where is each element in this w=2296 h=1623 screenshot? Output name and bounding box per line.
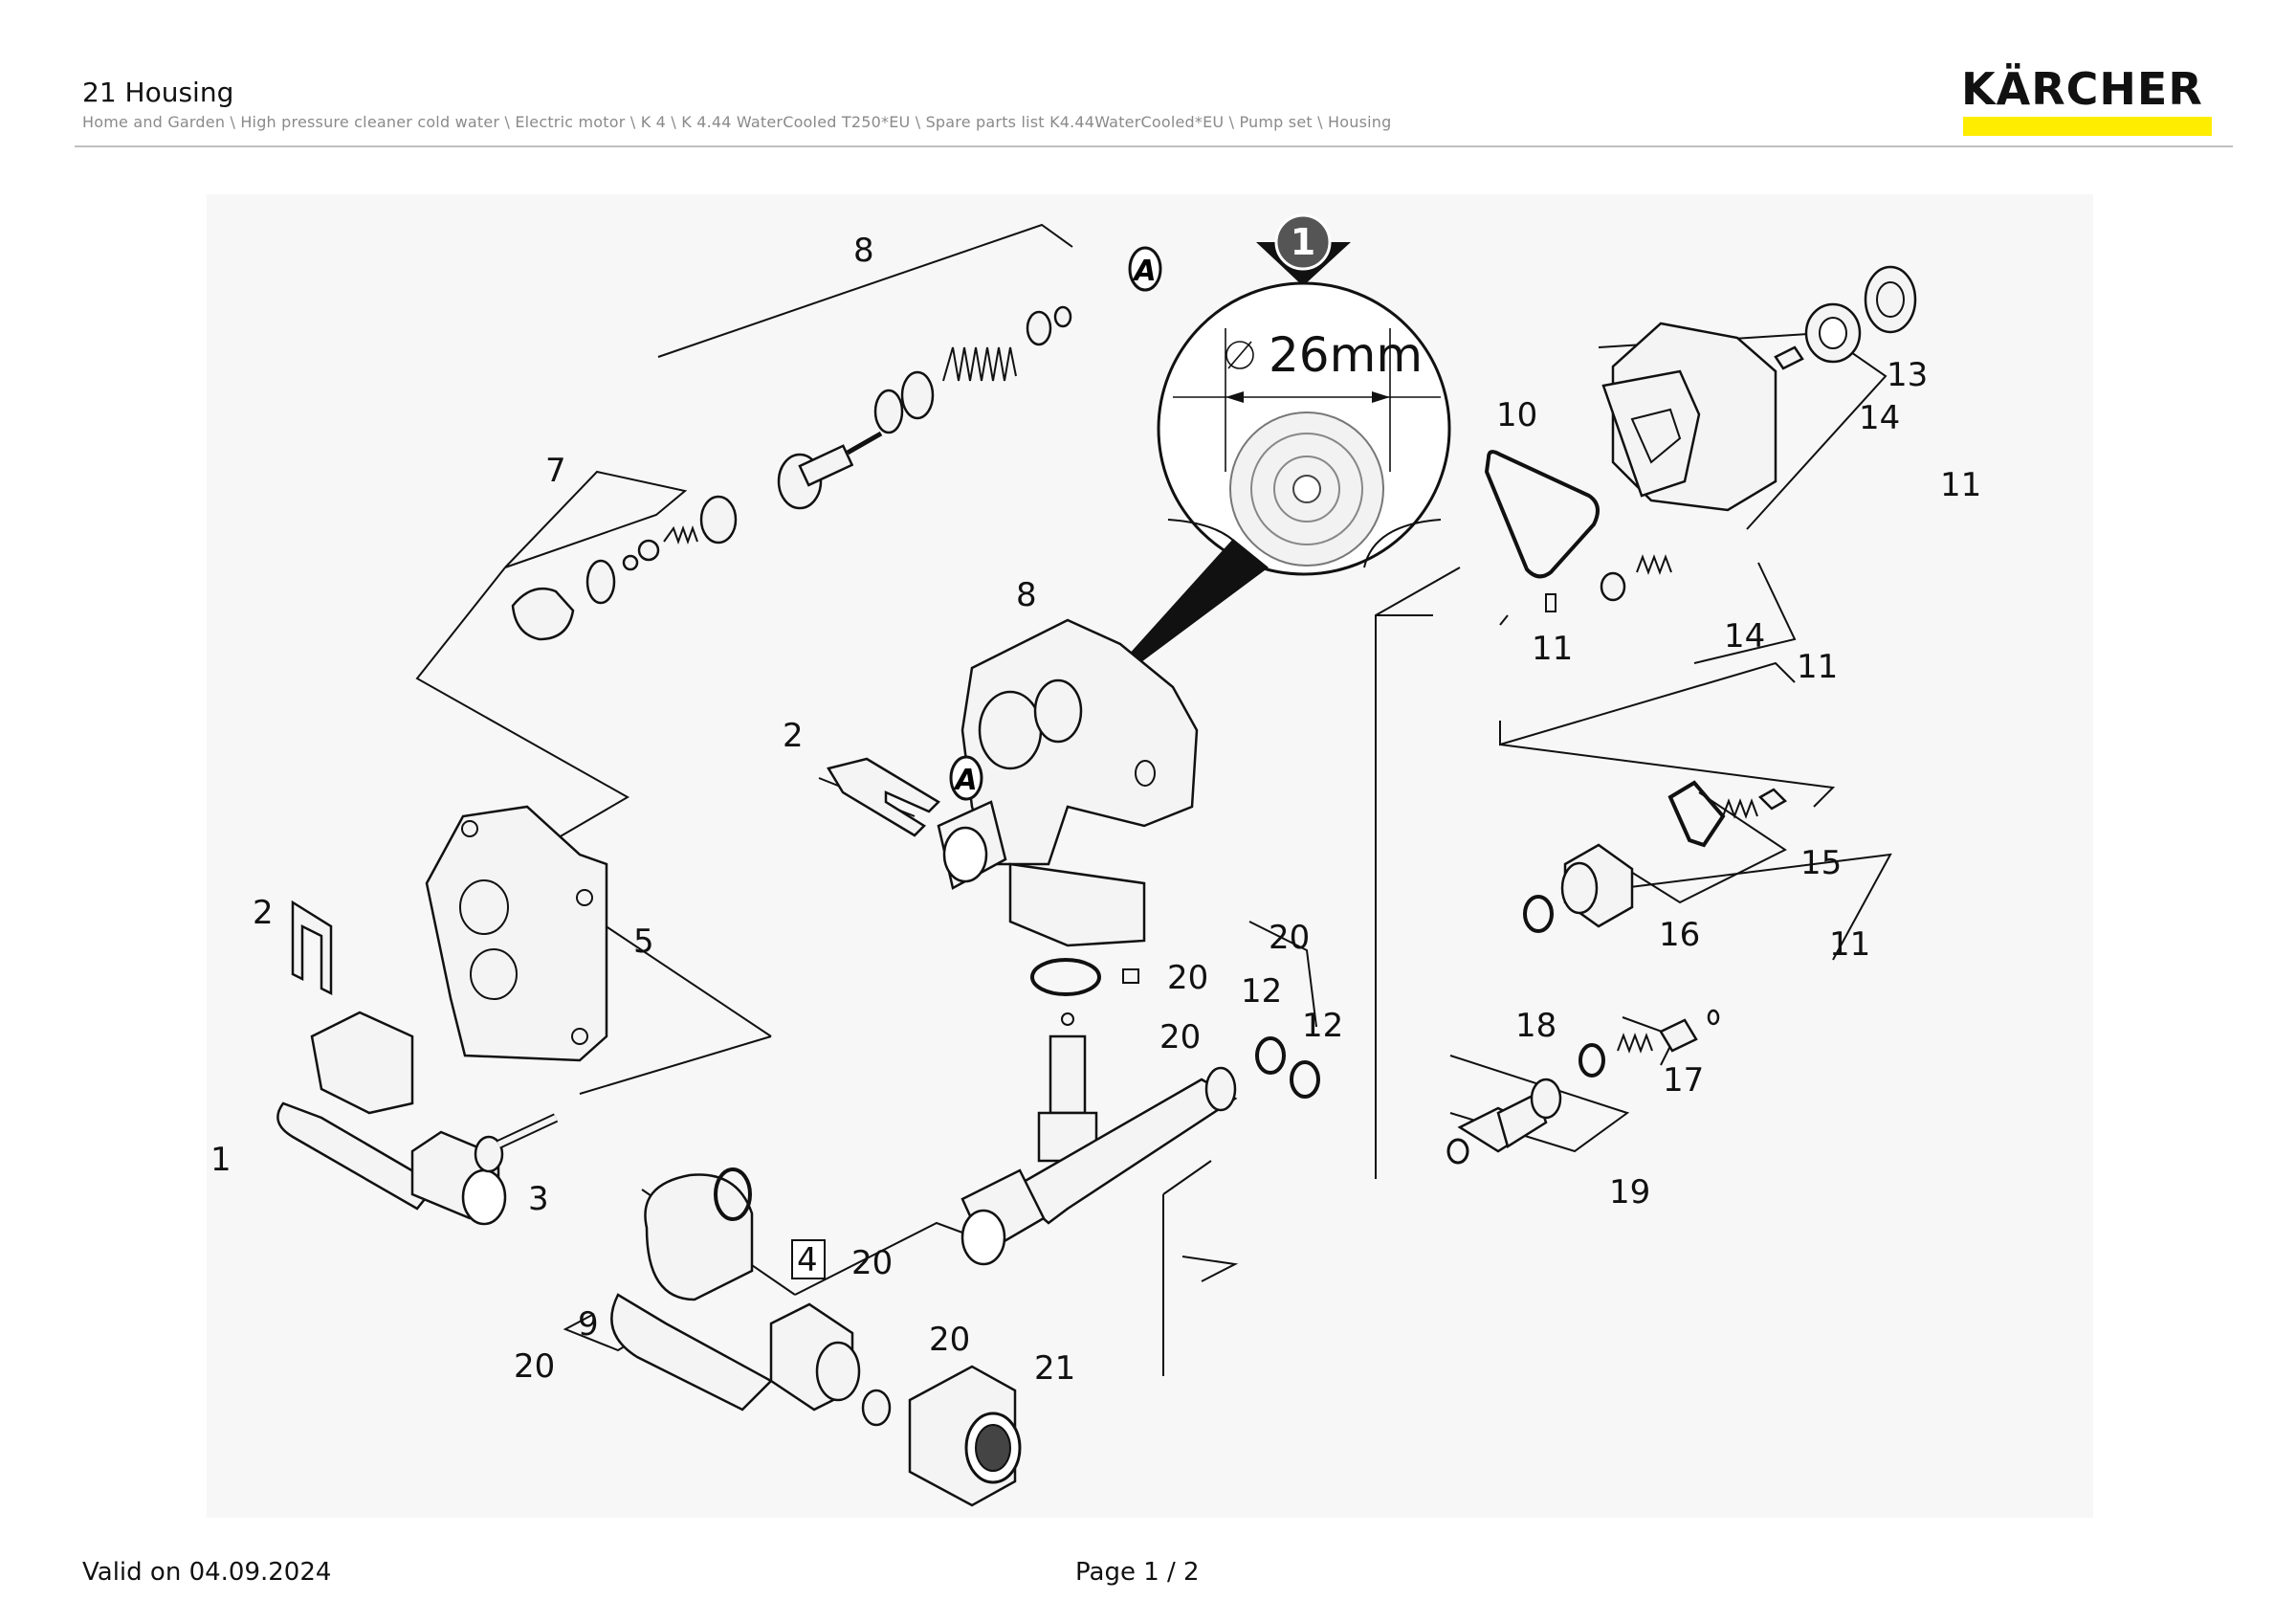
central-pump-housing: A — [937, 618, 1199, 947]
callout-label: 10 — [1496, 396, 1537, 434]
part-2-clip-left — [291, 900, 333, 996]
callout-label: 2 — [253, 894, 274, 932]
callout-label: 11 — [1829, 925, 1870, 964]
breadcrumb: Home and Garden \ High pressure cleaner … — [82, 113, 1392, 131]
callout-label: 19 — [1609, 1173, 1650, 1212]
callout-label: 20 — [1167, 959, 1208, 997]
valid-date: Valid on 04.09.2024 — [82, 1558, 332, 1587]
part-10-seal-ring — [1484, 450, 1600, 612]
reference-mark-a-center: A — [953, 764, 977, 797]
page-number: Page 1 / 2 — [1075, 1558, 1200, 1587]
logo-text: KÄRCHER — [1961, 63, 2203, 115]
callout-label: 12 — [1302, 1007, 1343, 1045]
part-5-pump-cover — [425, 805, 608, 1062]
exploded-parts-drawing: 1 26mm — [207, 194, 2093, 1518]
callout-label: 17 — [1663, 1061, 1704, 1100]
callout-label: 15 — [1800, 844, 1842, 882]
callout-label: 1 — [210, 1141, 232, 1179]
callout-label: 13 — [1887, 356, 1928, 394]
part-3-screw — [474, 1113, 559, 1173]
callout-label: 20 — [514, 1347, 555, 1386]
callout-label: 20 — [929, 1321, 970, 1359]
callout-label: 7 — [545, 452, 566, 490]
part-13-14-bearing — [1774, 265, 1917, 370]
callout-label: 14 — [1859, 399, 1900, 437]
callout-label: 11 — [1940, 466, 1981, 504]
callout-label: 11 — [1532, 630, 1573, 668]
part-17-18-19-valve — [1446, 1009, 1720, 1165]
oring-20-center — [1030, 958, 1139, 996]
callout-label: 14 — [1724, 617, 1765, 656]
orings-12 — [1255, 1036, 1320, 1099]
part-8-valve-stack: A — [777, 246, 1162, 510]
logo-yellow-bar — [1963, 117, 2212, 136]
detail-marker: 1 — [1256, 213, 1351, 286]
part-21-hose-connector — [908, 1365, 1022, 1507]
callout-label: 3 — [528, 1180, 549, 1218]
part-15-16-valve-insert — [1523, 780, 1788, 933]
magnifier-detail: 26mm — [1082, 281, 1451, 706]
callout-label: 8 — [1016, 576, 1037, 614]
callout-labels: 8 7 10 13 14 11 8 11 14 11 2 15 16 11 5 … — [210, 232, 1981, 1388]
callout-label: 5 — [633, 923, 654, 961]
dimension-label: 26mm — [1269, 327, 1423, 383]
reference-mark-a-top: A — [1132, 255, 1156, 288]
callout-label: 21 — [1034, 1349, 1075, 1388]
header-divider — [75, 145, 2233, 147]
part-9-inlet-elbow — [610, 1167, 892, 1427]
callout-label: 8 — [853, 232, 874, 270]
callout-label: 20 — [1269, 919, 1310, 957]
callout-label: 11 — [1797, 648, 1838, 686]
callout-label: 9 — [578, 1305, 599, 1344]
callout-label: 16 — [1659, 916, 1700, 954]
part-7-check-valve — [511, 495, 738, 641]
callout-label: 20 — [851, 1244, 893, 1282]
page-title: 21 Housing — [82, 77, 234, 108]
outlet-pipe-assembly — [960, 1012, 1238, 1266]
detail-marker-number: 1 — [1291, 221, 1315, 263]
brand-logo: KÄRCHER — [1961, 63, 2214, 138]
callout-label: 12 — [1241, 972, 1282, 1011]
callout-label: 18 — [1515, 1007, 1556, 1045]
callout-label: 20 — [1159, 1018, 1201, 1056]
part-11-valve-head — [1601, 322, 1777, 512]
part-14-spring-valve — [1600, 554, 1672, 602]
callout-label: 2 — [783, 717, 804, 755]
part-2-clip-center — [827, 757, 941, 837]
callout-label: 4 — [797, 1241, 818, 1279]
